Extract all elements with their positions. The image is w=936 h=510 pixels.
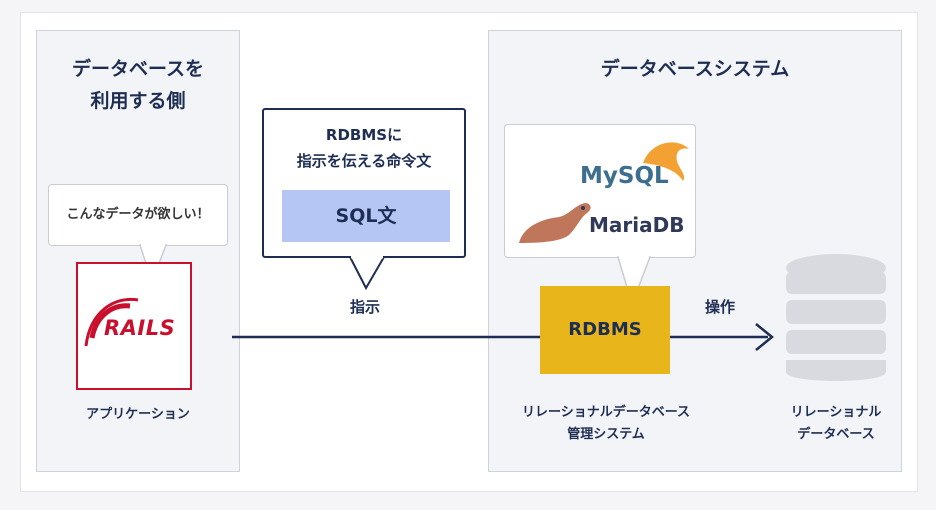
request-speech-bubble: こんなデータが欲しい！ [48, 184, 228, 246]
rails-application: RAILS [76, 262, 192, 390]
rails-logo-icon [84, 297, 139, 347]
application-caption: アプリケーション [86, 407, 190, 422]
mysql-dolphin-icon [643, 142, 689, 181]
database-caption-2: データベース [797, 427, 875, 442]
request-text: こんなデータが欲しい！ [66, 207, 210, 222]
instruction-label: 指示 [349, 298, 380, 316]
client-panel-title-1: データベースを [71, 58, 205, 80]
mariadb-seal-icon [519, 203, 591, 243]
sql-statement-box: SQL文 [282, 190, 450, 242]
database-caption-1: リレーショナル [790, 405, 882, 420]
sql-bubble-line1: RDBMSに [325, 126, 403, 144]
rdbms-products-bubble: MySQL MariaDB [504, 124, 696, 258]
client-side-panel: データベースを 利用する側 [36, 30, 240, 472]
mariadb-logo-text: MariaDB [589, 213, 685, 237]
sql-bubble-line2: 指示を伝える命令文 [296, 152, 432, 170]
client-panel-title-2: 利用する側 [90, 90, 186, 112]
rails-logo-text: RAILS [104, 316, 176, 340]
rdbms-box: RDBMS [540, 286, 670, 374]
operation-label: 操作 [704, 298, 735, 316]
mysql-logo-text: MySQL [580, 163, 669, 189]
rdbms-caption-2: 管理システム [567, 427, 645, 442]
database-system-title: データベースシステム [600, 58, 790, 80]
operation-arrowhead [755, 323, 774, 351]
rdbms-caption-1: リレーショナルデータベース [521, 405, 691, 420]
